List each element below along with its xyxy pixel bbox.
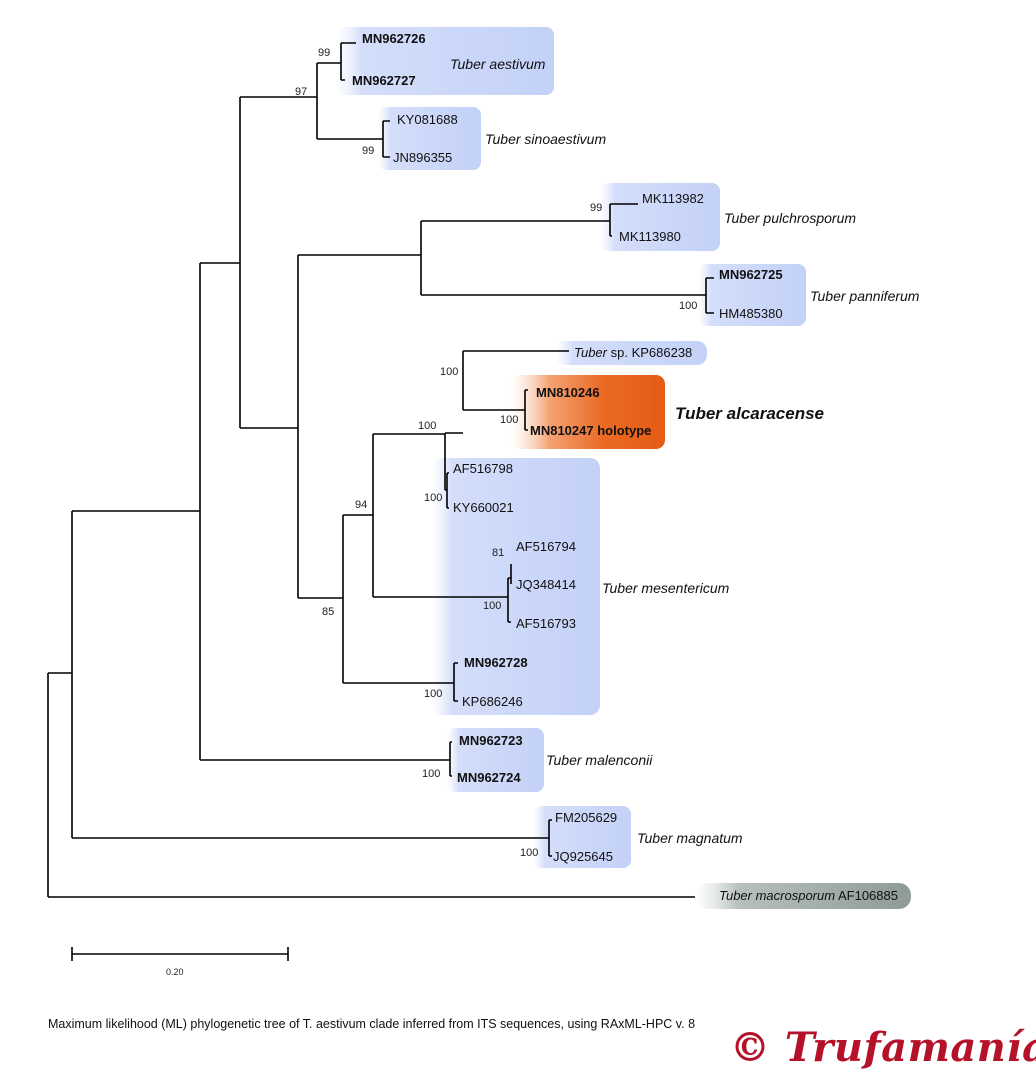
tip-label-kp686238: Tuber sp. KP686238 [574,345,692,360]
tip-rest-part: sp. KP686238 [607,345,692,360]
tip-label: KP686246 [462,694,523,709]
tip-label: MN962728 [464,655,528,670]
species-label: Tuber panniferum [810,288,920,304]
branch-mid [297,254,421,599]
support-value: 100 [440,366,458,378]
tip-label: MK113980 [619,229,681,244]
support-value: 100 [424,492,442,504]
box-aestivum [336,27,554,95]
support-value: 99 [590,202,602,214]
support-value: 85 [322,606,334,618]
tip-italic-part: Tuber [574,345,608,360]
branch-upper [239,96,317,429]
species-label: Tuber magnatum [637,830,743,846]
branch-pulchrosporum [609,203,638,237]
tip-label: JN896355 [393,150,452,165]
box-alcaracense [510,375,665,449]
species-label-highlight: Tuber alcaracense [675,404,824,423]
branch-pulch-pann [420,220,706,296]
tip-label: MN810247 holotype [530,423,651,438]
support-value: 99 [362,145,374,157]
support-value: 100 [422,768,440,780]
box-panniferum [698,264,806,326]
phylogenetic-tree: MN962726 MN962727 KY081688 JN896355 MK11… [47,27,920,977]
branch-root [47,672,695,898]
support-value: 100 [418,420,436,432]
tip-label: MN962727 [352,73,416,88]
branch-core [199,262,450,761]
box-kp686238 [555,341,707,365]
support-value: 81 [492,547,504,559]
watermark: © Trufamanía [730,1024,1036,1071]
clade-boxes [336,27,911,909]
tip-label: MN962726 [362,31,426,46]
branch-ingroup [71,510,549,839]
species-label: Tuber sinoaestivum [485,131,606,147]
species-label: Tuber mesentericum [602,580,730,596]
tip-labels: MN962726 MN962727 KY081688 JN896355 MK11… [352,31,898,903]
tip-label: HM485380 [719,306,783,321]
tip-label-af106885: Tuber macrosporum AF106885 [719,888,898,903]
support-value: 100 [520,847,538,859]
box-sinoaestivum [378,107,481,170]
tip-label: MK113982 [642,191,704,206]
species-label: Tuber pulchrosporum [724,210,856,226]
branch-aestivum [340,42,356,81]
species-label: Tuber aestivum [450,56,546,72]
support-value: 100 [500,414,518,426]
branch-panniferum [705,277,714,314]
tip-label: AF516794 [516,539,576,554]
branch-100b [462,350,569,411]
scale-bar-label: 0.20 [166,967,184,977]
tip-rest-part: AF106885 [835,888,898,903]
support-values: 99 97 99 99 100 100 100 100 100 94 81 10… [295,47,697,859]
tip-label: JQ925645 [553,849,613,864]
branch-af516798 [446,472,449,509]
branch-sinoaestivum [382,120,390,158]
tip-label: JQ348414 [516,577,576,592]
branch-magnatum [548,819,552,857]
species-labels: Tuber aestivum Tuber sinoaestivum Tuber … [450,56,920,846]
box-mesentericum [432,458,600,715]
species-label: Tuber malenconii [546,752,653,768]
support-value: 97 [295,86,307,98]
box-malenconii [447,728,544,792]
branch-alcaracense [524,389,528,431]
box-magnatum [533,806,631,868]
tip-label: KY081688 [397,112,458,127]
branch-mn962728 [453,662,458,702]
tip-label: FM205629 [555,810,617,825]
branch-aestivum-group [316,62,383,140]
branch-malenconii [449,741,452,777]
support-value: 100 [679,300,697,312]
tree-branches [47,42,714,898]
support-value: 100 [483,600,501,612]
tip-label: AF516793 [516,616,576,631]
tip-label: MN962725 [719,267,783,282]
tip-label: MN962724 [457,770,521,785]
scale-bar-line [71,947,289,961]
tip-label: MN810246 [536,385,600,400]
box-macrosporum [695,883,911,909]
tip-italic-part: Tuber macrosporum [719,888,835,903]
branch-85 [342,514,454,684]
support-value: 94 [355,499,367,511]
support-value: 100 [424,688,442,700]
tip-label: AF516798 [453,461,513,476]
support-value: 99 [318,47,330,59]
tip-label: MN962723 [459,733,523,748]
scale-bar: 0.20 [71,947,289,977]
figure-caption: Maximum likelihood (ML) phylogenetic tre… [48,1017,696,1031]
branch-94 [372,433,508,598]
tip-label: KY660021 [453,500,514,515]
box-pulchrosporum [600,183,720,251]
